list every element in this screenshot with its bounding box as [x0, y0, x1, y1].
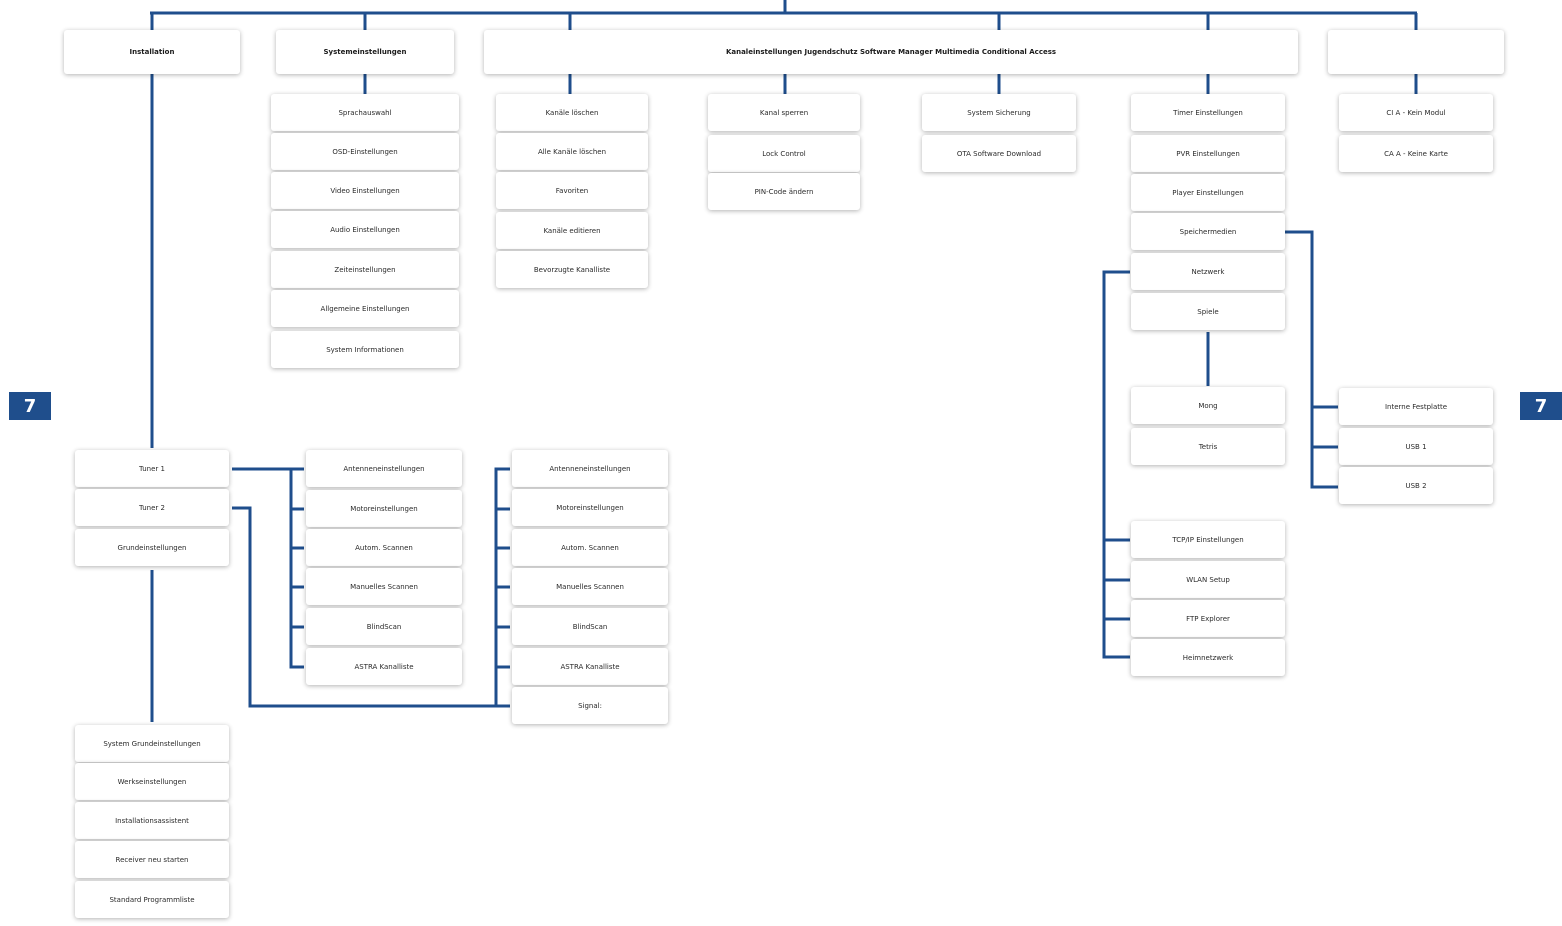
menu-item: TCP/IP Einstellungen: [1131, 521, 1285, 558]
menu-item: Werkseinstellungen: [75, 763, 229, 800]
menu-item: Heimnetzwerk: [1131, 639, 1285, 676]
page-number-tab-right: 7: [1520, 392, 1562, 420]
menu-item: Lock Control: [708, 135, 860, 172]
menu-item: Antenneneinstellungen: [306, 450, 462, 487]
menu-item: Interne Festplatte: [1339, 388, 1493, 425]
menu-item: Grundeinstellungen: [75, 529, 229, 566]
menu-item: Autom. Scannen: [512, 529, 668, 566]
menu-item: PIN-Code ändern: [708, 173, 860, 210]
menu-item: Speichermedien: [1131, 213, 1285, 250]
menu-item: PVR Einstellungen: [1131, 135, 1285, 172]
menu-item: USB 1: [1339, 428, 1493, 465]
menu-item: Bevorzugte Kanalliste: [496, 251, 648, 288]
menu-item: Netzwerk: [1131, 253, 1285, 290]
menu-item: BlindScan: [306, 608, 462, 645]
menu-item: Manuelles Scannen: [306, 568, 462, 605]
menu-item: ASTRA Kanalliste: [512, 648, 668, 685]
menu-item: Motoreinstellungen: [512, 489, 668, 526]
menu-item: Zeiteinstellungen: [271, 251, 459, 288]
menu-item: Autom. Scannen: [306, 529, 462, 566]
menu-item: System Grundeinstellungen: [75, 725, 229, 762]
menu-item: Allgemeine Einstellungen: [271, 290, 459, 327]
header-blank: [1328, 30, 1504, 74]
menu-item: CI A - Kein Modul: [1339, 94, 1493, 131]
header-combined: Kanaleinstellungen Jugendschutz Software…: [484, 30, 1298, 74]
menu-item: Standard Programmliste: [75, 881, 229, 918]
menu-item: System Sicherung: [922, 94, 1076, 131]
menu-item: Spiele: [1131, 293, 1285, 330]
menu-item: OTA Software Download: [922, 135, 1076, 172]
menu-item: Tuner 1: [75, 450, 229, 487]
header-systemeinstellungen: Systemeinstellungen: [276, 30, 454, 74]
menu-item: ASTRA Kanalliste: [306, 648, 462, 685]
menu-item: Favoriten: [496, 172, 648, 209]
menu-item: OSD-Einstellungen: [271, 133, 459, 170]
menu-item: USB 2: [1339, 467, 1493, 504]
menu-item: Manuelles Scannen: [512, 568, 668, 605]
menu-item: Kanal sperren: [708, 94, 860, 131]
page-number-tab-left: 7: [9, 392, 51, 420]
menu-item: Sprachauswahl: [271, 94, 459, 131]
menu-item: Alle Kanäle löschen: [496, 133, 648, 170]
menu-item: Tetris: [1131, 428, 1285, 465]
header-installation: Installation: [64, 30, 240, 74]
menu-item: Timer Einstellungen: [1131, 94, 1285, 131]
menu-item: Audio Einstellungen: [271, 211, 459, 248]
menu-item: CA A - Keine Karte: [1339, 135, 1493, 172]
menu-item: BlindScan: [512, 608, 668, 645]
menu-item: Receiver neu starten: [75, 841, 229, 878]
menu-item: System Informationen: [271, 331, 459, 368]
menu-item: Tuner 2: [75, 489, 229, 526]
menu-item: Mong: [1131, 387, 1285, 424]
menu-item: WLAN Setup: [1131, 561, 1285, 598]
menu-item: Signal:: [512, 687, 668, 724]
menu-item: Kanäle editieren: [496, 212, 648, 249]
menu-item: Motoreinstellungen: [306, 490, 462, 527]
menu-item: Kanäle löschen: [496, 94, 648, 131]
menu-item: Installationsassistent: [75, 802, 229, 839]
menu-item: Antenneneinstellungen: [512, 450, 668, 487]
menu-item: Video Einstellungen: [271, 172, 459, 209]
menu-item: FTP Explorer: [1131, 600, 1285, 637]
menu-item: Player Einstellungen: [1131, 174, 1285, 211]
